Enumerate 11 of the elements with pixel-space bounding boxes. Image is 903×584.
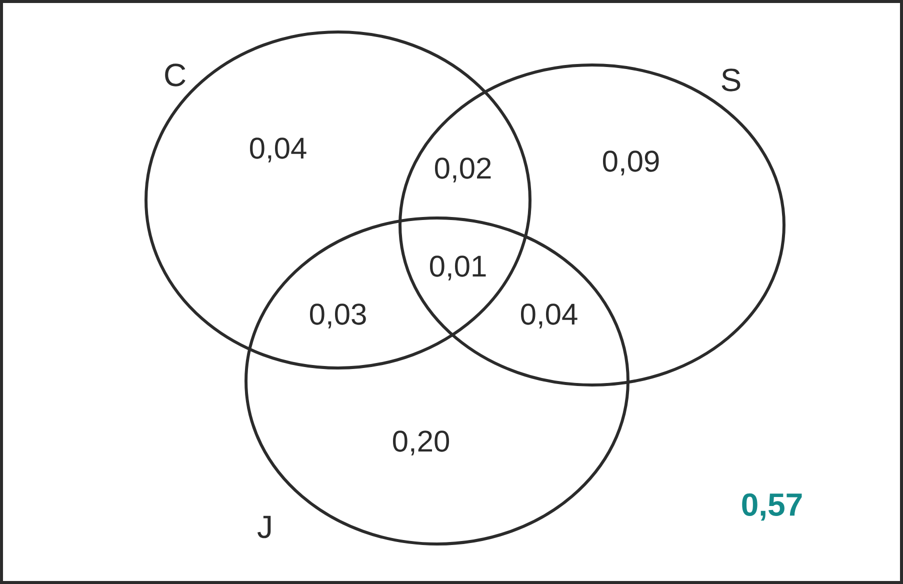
set-letter: J <box>258 516 271 538</box>
total-value: 0,57 <box>742 493 802 521</box>
region-value: 0,04 <box>520 304 578 328</box>
region-value: 0,02 <box>434 158 491 182</box>
region-value: 0,03 <box>310 304 366 328</box>
region-value: 0,01 <box>430 256 486 280</box>
region-value: 0,04 <box>250 138 306 162</box>
set-letter: S <box>722 68 740 92</box>
region-value: 0,20 <box>392 430 450 456</box>
set-letter: C <box>165 64 186 86</box>
region-value: 0,09 <box>602 150 659 176</box>
